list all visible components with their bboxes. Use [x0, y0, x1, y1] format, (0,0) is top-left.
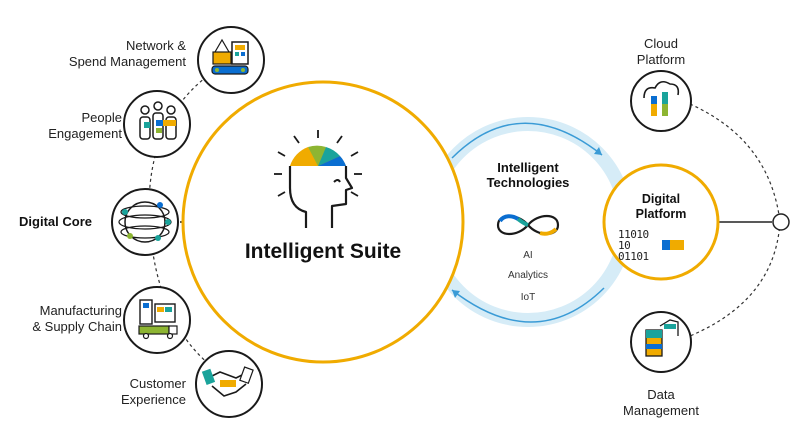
right-dashed-arc	[689, 103, 781, 337]
people-node[interactable]	[123, 90, 191, 158]
tech-item-iot: IoT	[520, 292, 536, 303]
planet-icon	[118, 201, 172, 243]
digital-platform-circle	[602, 163, 720, 281]
tech-item-ai: AI	[523, 250, 533, 261]
binary-highlight-blue	[662, 240, 670, 250]
factory-truck-icon	[138, 299, 178, 340]
tech-item-analytics: Analytics	[507, 270, 548, 281]
network-node[interactable]	[197, 26, 265, 94]
label-customer: Customer Experience	[120, 376, 186, 407]
connector-end-node	[772, 213, 790, 231]
intelligent-suite-title: Intelligent Suite	[244, 240, 402, 263]
customer-node[interactable]	[195, 350, 263, 418]
cloud-icon	[643, 80, 680, 116]
arrow-bottom-head	[452, 290, 460, 298]
handshake-icon	[201, 366, 254, 397]
infinity-icon	[496, 214, 560, 236]
intelligent-suite-circle	[181, 80, 465, 364]
cloud-node[interactable]	[630, 70, 692, 132]
brain-head-icon	[274, 130, 362, 228]
label-digital-core: Digital Core	[19, 214, 92, 229]
label-network: Network & Spend Management	[68, 38, 186, 69]
label-manufacturing: Manufacturing & Supply Chain	[32, 303, 122, 334]
arrow-bottom	[451, 287, 605, 323]
label-data-management: Data Management	[623, 387, 699, 418]
binary-code: 11010 10 01101	[618, 228, 649, 263]
data-folder-icon	[645, 319, 679, 357]
procurement-icon	[211, 38, 249, 75]
label-cloud-platform: Cloud Platform	[636, 36, 686, 67]
label-people: People Engagement	[48, 110, 122, 141]
core-node[interactable]	[111, 188, 179, 256]
technologies-title: Intelligent Technologies	[486, 160, 570, 190]
manufacturing-node[interactable]	[123, 286, 191, 354]
arrow-top	[451, 122, 603, 159]
arrow-top-head	[594, 147, 602, 155]
data-node[interactable]	[630, 311, 692, 373]
digital-platform-title: Digital Platform	[635, 192, 687, 221]
binary-highlight-gold	[670, 240, 684, 250]
